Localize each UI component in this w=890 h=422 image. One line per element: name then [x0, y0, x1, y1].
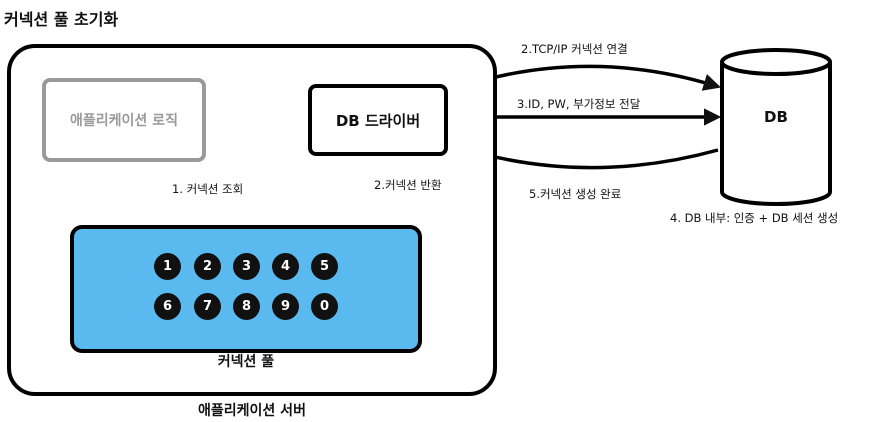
connection-pool-box: 1 2 3 4 5 6 7 8 9 0 — [70, 225, 422, 353]
db-driver-box: DB 드라이버 — [308, 84, 448, 156]
connection-3: 3 — [233, 253, 260, 280]
connection-2: 2 — [194, 253, 221, 280]
db-cylinder — [720, 48, 832, 206]
connection-9: 9 — [272, 293, 299, 320]
connection-5: 5 — [311, 253, 338, 280]
db-label: DB — [764, 108, 788, 126]
step-1-label: 1. 커넥션 조회 — [172, 182, 244, 196]
step-4-label: 4. DB 내부: 인증 + DB 세션 생성 — [670, 211, 839, 225]
connection-8: 8 — [233, 293, 260, 320]
app-logic-box: 애플리케이션 로직 — [42, 78, 206, 162]
step-3-label: 3.ID, PW, 부가정보 전달 — [517, 97, 641, 111]
step-5-label: 5.커넥션 생성 완료 — [529, 187, 622, 201]
connection-7: 7 — [194, 293, 221, 320]
connection-pool-label: 커넥션 풀 — [217, 354, 275, 370]
connection-4: 4 — [272, 253, 299, 280]
connection-0: 0 — [311, 293, 338, 320]
app-logic-label: 애플리케이션 로직 — [70, 113, 178, 129]
step-2-label: 2.커넥션 반환 — [374, 178, 442, 192]
app-server-label: 애플리케이션 서버 — [198, 403, 306, 419]
db-driver-label: DB 드라이버 — [335, 111, 421, 130]
step-2-tcp-label: 2.TCP/IP 커넥션 연결 — [521, 42, 628, 56]
connection-6: 6 — [154, 293, 181, 320]
connection-1: 1 — [154, 253, 181, 280]
page-title: 커넥션 풀 초기화 — [4, 10, 119, 29]
